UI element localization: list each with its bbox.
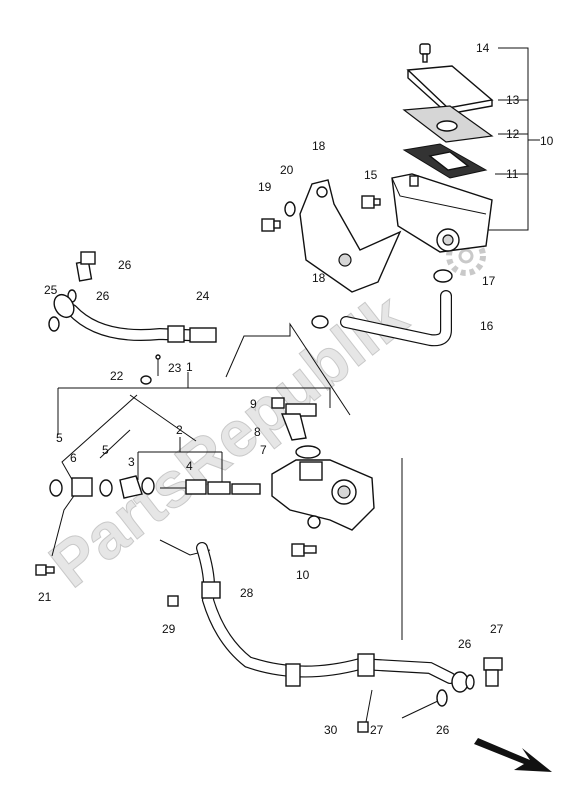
callout-3: 3: [128, 455, 135, 469]
joint-6: [71, 477, 93, 497]
clamp-29: [201, 581, 221, 599]
washer-23: [140, 375, 152, 385]
callout-15: 15: [364, 168, 378, 182]
screw-31: [357, 721, 369, 733]
callout-9: 9: [250, 397, 257, 411]
callout-13: 13: [506, 93, 520, 107]
callout-31: 31: [0, 0, 14, 3]
callout-27: 27: [370, 723, 384, 737]
boot-3: [119, 475, 143, 499]
banjo-bolt-upper: [75, 251, 96, 282]
callout-22: 22: [110, 369, 124, 383]
callout-26: 26: [458, 637, 472, 651]
callout-4: 4: [186, 459, 193, 473]
callout-16: 16: [480, 319, 494, 333]
callout-28: 28: [240, 586, 254, 600]
callout-2: 2: [176, 423, 183, 437]
callout-27: 27: [490, 622, 504, 636]
o-ring-7: [295, 445, 321, 459]
washer-21: [284, 201, 296, 217]
callout-14: 14: [476, 41, 490, 55]
bolt-16: [361, 195, 381, 209]
callout-26: 26: [118, 258, 132, 272]
banjo-bolt-lower: [483, 657, 503, 687]
callout-29: 29: [162, 622, 176, 636]
callout-30: 30: [324, 723, 338, 737]
callout-5: 5: [102, 443, 109, 457]
callout-25: 25: [44, 283, 58, 297]
cap-screw: [419, 43, 431, 63]
screw-9: [271, 397, 285, 409]
callout-26: 26: [436, 723, 450, 737]
reservoir-body: [391, 173, 493, 253]
callout-18: 18: [312, 271, 326, 285]
callout-10: 10: [540, 134, 554, 148]
diaphragm-insert: [428, 151, 470, 171]
callout-23: 23: [168, 361, 182, 375]
callout-8: 8: [254, 425, 261, 439]
callout-7: 7: [260, 443, 267, 457]
washer-5-left: [49, 479, 63, 497]
plate-hole: [436, 120, 458, 132]
callout-6: 6: [70, 451, 77, 465]
callout-18: 18: [312, 139, 326, 153]
callout-19: 19: [258, 180, 272, 194]
callout-24: 24: [196, 289, 210, 303]
bolt-22: [35, 564, 55, 576]
clamp-18-upper: [433, 269, 453, 283]
callout-17: 17: [482, 274, 496, 288]
clamp-18-lower: [311, 315, 329, 329]
callout-20: 20: [280, 163, 294, 177]
callout-21: 21: [38, 590, 52, 604]
callout-12: 12: [506, 127, 520, 141]
bolt-20: [261, 218, 281, 232]
cover-plate: [299, 179, 402, 293]
master-cylinder: [271, 459, 375, 531]
watermark-gear-icon: [446, 236, 486, 276]
washer-5-right: [99, 479, 113, 497]
leader-lines: [51, 47, 552, 772]
bolt-10: [291, 543, 317, 557]
callout-5: 5: [56, 431, 63, 445]
callout-26: 26: [96, 289, 110, 303]
callout-10: 10: [296, 568, 310, 582]
callout-1: 1: [186, 360, 193, 374]
screw-30: [167, 595, 179, 607]
callout-11: 11: [506, 167, 519, 181]
